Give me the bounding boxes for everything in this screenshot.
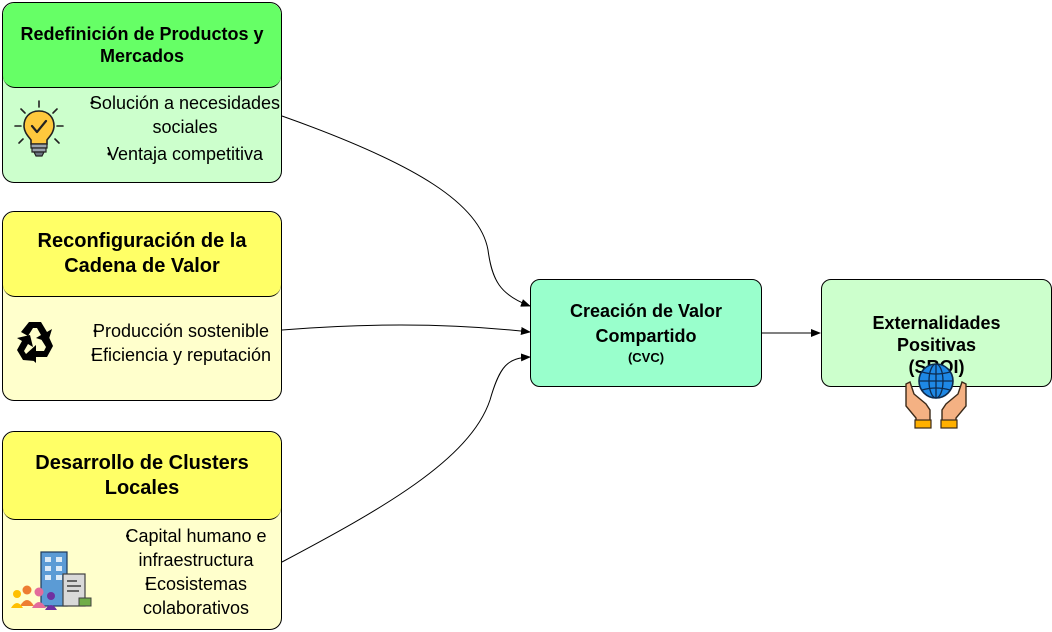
bullet-item: Capital humano e infraestructura [95, 524, 281, 572]
globe-hands-icon [900, 360, 972, 430]
card-local-clusters: Desarrollo de Clusters Locales [2, 431, 282, 630]
card-value-chain-bullets: Producción sostenible Eficiencia y reput… [61, 319, 281, 367]
bullet-text: Solución a necesidades sociales [89, 93, 281, 137]
bullet-text: Eficiencia y reputación [90, 345, 272, 365]
bullet-item: Producción sostenible [61, 319, 281, 343]
lightbulb-check-icon [13, 99, 65, 161]
cvc-subtitle: (CVC) [627, 350, 665, 365]
bullet-item: Ventaja competitiva [65, 142, 281, 166]
card-products-markets-bullets: Solución a necesidades sociales Ventaja … [65, 91, 281, 166]
cvc-title: Creación de Valor Compartido [569, 301, 723, 346]
externalities-box: Externalidades Positivas (SROI) [821, 279, 1052, 387]
city-people-icon [11, 548, 95, 612]
bullet-text: Producción sostenible [92, 321, 270, 341]
card-products-markets-title: Redefinición de Productos y Mercados [3, 3, 281, 88]
arrow-clusters-to-cvc [281, 353, 531, 563]
recycle-icon [9, 316, 61, 368]
cvc-box: Creación de Valor Compartido (CVC) [530, 279, 762, 387]
card-value-chain: Reconfiguración de la Cadena de Valor Pr… [2, 211, 282, 401]
bullet-item: Ecosistemas colaborativos [95, 572, 281, 620]
card-local-clusters-bullets: Capital humano e infraestructura Ecosist… [95, 524, 281, 620]
bullet-text: Ecosistemas colaborativos [142, 574, 250, 618]
bullet-text: Ventaja competitiva [106, 144, 264, 164]
arrow-chain-to-cvc [281, 324, 531, 335]
bullet-text: Capital humano e infraestructura [125, 526, 267, 570]
card-products-markets: Redefinición de Productos y Mercados Sol… [2, 2, 282, 183]
bullet-item: Eficiencia y reputación [61, 343, 281, 367]
arrow-products-to-cvc [281, 115, 531, 307]
card-local-clusters-title: Desarrollo de Clusters Locales [3, 432, 281, 520]
bullet-item: Solución a necesidades sociales [65, 91, 281, 139]
card-value-chain-title: Reconfiguración de la Cadena de Valor [3, 212, 281, 297]
